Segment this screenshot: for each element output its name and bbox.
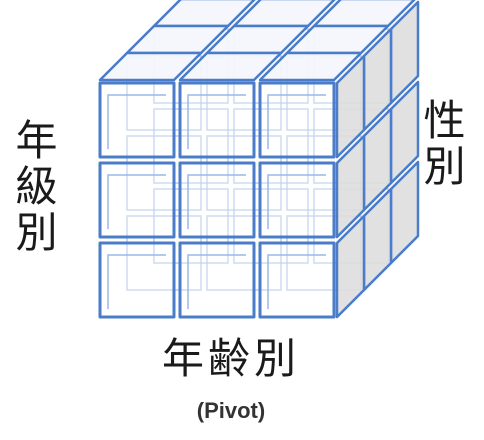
cube-front-face bbox=[258, 81, 336, 159]
cube-top-face bbox=[258, 51, 363, 82]
cube-top-face bbox=[98, 51, 203, 82]
cube-inner-edge bbox=[107, 174, 166, 229]
cube-front-face bbox=[178, 241, 256, 319]
cube-front-face bbox=[98, 241, 176, 319]
inner-cube-outline bbox=[153, 108, 229, 184]
inner-cube-outline bbox=[126, 215, 202, 291]
cube-inner-edge bbox=[107, 254, 166, 309]
cube-inner-edge bbox=[187, 174, 246, 229]
cube-side-face bbox=[335, 54, 366, 159]
cube-inner-edge bbox=[187, 254, 246, 309]
cube-front-face bbox=[98, 161, 176, 239]
cube-inner-edge bbox=[187, 94, 246, 149]
cube-front-face bbox=[258, 161, 336, 239]
cube-inner-edge bbox=[267, 174, 326, 229]
age-axis-label: 年齢別 bbox=[161, 334, 300, 383]
pivot-caption: (Pivot) bbox=[196, 398, 266, 423]
cube-top-face bbox=[178, 51, 283, 82]
inner-cube-outline bbox=[233, 188, 309, 264]
cube-inner-edge bbox=[267, 254, 326, 309]
gender-axis-label: 性別 bbox=[417, 98, 466, 190]
cube-inner-edge bbox=[267, 94, 326, 149]
cube-side-face bbox=[335, 214, 366, 319]
inner-cube-outline bbox=[153, 188, 229, 264]
inner-cube-outline bbox=[126, 135, 202, 211]
cube-front-face bbox=[178, 161, 256, 239]
inner-cube-outline bbox=[206, 215, 282, 291]
cube-front-face bbox=[258, 241, 336, 319]
cube-front-face bbox=[178, 81, 256, 159]
cube-side-face bbox=[335, 134, 366, 239]
inner-cube-outline bbox=[206, 135, 282, 211]
grade-axis-label: 年級別 bbox=[9, 118, 58, 256]
inner-cube-outline bbox=[233, 108, 309, 184]
cube-front-face bbox=[98, 81, 176, 159]
cube-inner-edge bbox=[107, 94, 166, 149]
